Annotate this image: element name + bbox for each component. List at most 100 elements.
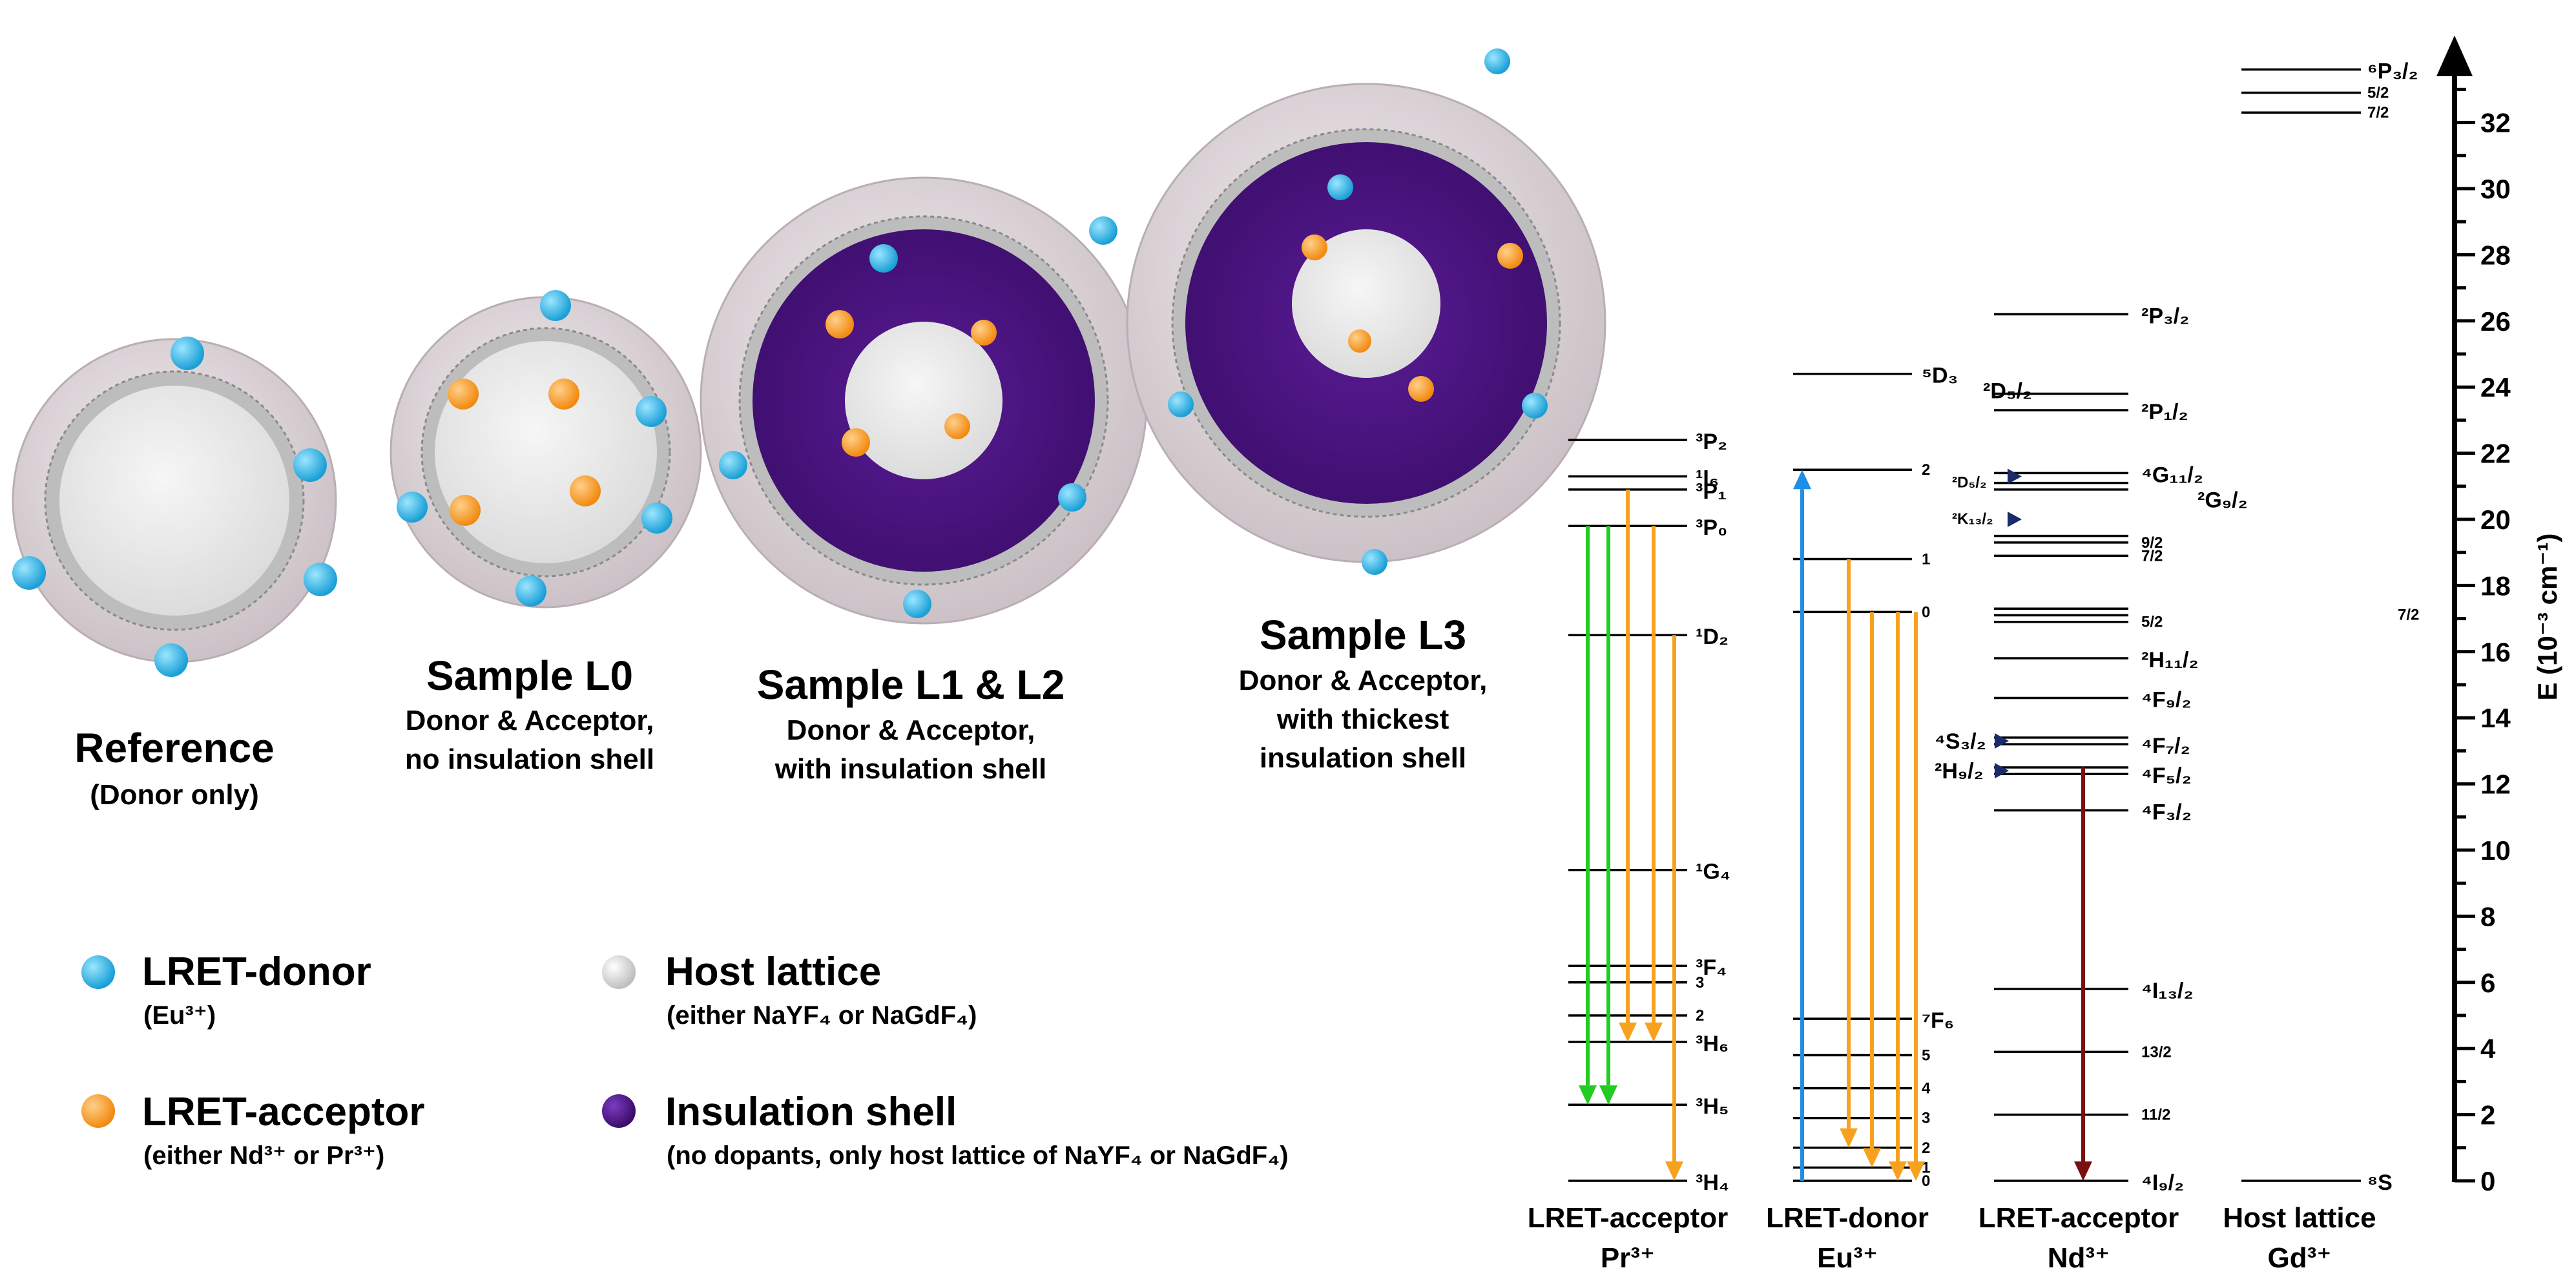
legend-sub: (either Nd³⁺ or Pr³⁺) xyxy=(143,1141,384,1170)
legend-sub: (no dopants, only host lattice of NaYF₄ … xyxy=(667,1141,1289,1170)
level-label: 7/2 xyxy=(2367,104,2389,121)
tick-label: 24 xyxy=(2480,372,2511,402)
tick-label: 32 xyxy=(2480,108,2511,138)
tick-label: 8 xyxy=(2480,901,2495,931)
column-label: Host lattice xyxy=(2223,1202,2376,1234)
tick-label: 28 xyxy=(2480,240,2511,270)
tick-label: 18 xyxy=(2480,570,2511,601)
level-label-extra: ²K₁₃/₂ xyxy=(1952,510,1993,528)
levels: ³P₂¹I₆³P₁³P₀¹D₂¹G₄³F₄32³H₆³H₅³H₄⁵D₃210⁷F… xyxy=(1568,59,2419,1195)
column-label: Gd³⁺ xyxy=(2268,1242,2332,1274)
level-label: ⁸S xyxy=(2367,1170,2393,1195)
legend-shell: Insulation shell (no dopants, only host … xyxy=(602,1090,1289,1170)
tick-label: 26 xyxy=(2480,306,2511,337)
legend-label: Insulation shell xyxy=(665,1090,957,1134)
arrow-green-head xyxy=(1579,1085,1597,1105)
level-label: ⁷F₆ xyxy=(1922,1008,1954,1033)
tick-label: 4 xyxy=(2480,1034,2496,1064)
column-label: LRET-acceptor xyxy=(1979,1202,2179,1234)
legend-host: Host lattice (either NaYF₄ or NaGdF₄) xyxy=(602,950,977,1030)
level-label: ⁴I₉/₂ xyxy=(2141,1170,2184,1195)
particle-reference xyxy=(12,337,337,677)
arrow-orange-head xyxy=(1840,1128,1858,1148)
level-label: 9/2 xyxy=(2141,534,2163,552)
caption-title: Sample L3 xyxy=(1260,612,1466,658)
tick-label: 0 xyxy=(2480,1166,2495,1196)
level-label: ⁴F₉/₂ xyxy=(2141,687,2191,712)
caption-sub: no insulation shell xyxy=(405,743,654,775)
arrow-orange-head xyxy=(1619,1022,1637,1042)
legend-donor: LRET-donor (Eu³⁺) xyxy=(81,950,371,1030)
caption-sub: with thickest xyxy=(1276,703,1449,735)
level-label: ⁵D₃ xyxy=(1922,364,1958,388)
pointer-icon xyxy=(1995,733,2009,749)
level-label: ¹D₂ xyxy=(1696,625,1729,649)
legend-sub: (Eu³⁺) xyxy=(143,1001,216,1030)
arrow-darkred-head xyxy=(2074,1161,2092,1181)
column-label: LRET-acceptor xyxy=(1528,1202,1729,1234)
level-label: ⁴F₃/₂ xyxy=(2141,800,2192,825)
level-label: ³H₆ xyxy=(1696,1032,1729,1056)
tick-label: 20 xyxy=(2480,504,2511,535)
axis-arrow-icon xyxy=(2436,36,2473,76)
level-label: 1 xyxy=(1922,550,1930,568)
level-label: 4 xyxy=(1922,1080,1931,1097)
column-label: Pr³⁺ xyxy=(1601,1242,1655,1274)
caption-title: Sample L0 xyxy=(426,652,633,699)
legend-acceptor: LRET-acceptor (either Nd³⁺ or Pr³⁺) xyxy=(81,1090,425,1170)
level-label-extra: ²H₉/₂ xyxy=(1935,759,1984,784)
level-label: 5 xyxy=(1922,1046,1930,1064)
column-label: LRET-donor xyxy=(1766,1202,1929,1234)
tick-label: 14 xyxy=(2480,703,2511,733)
tick-label: 6 xyxy=(2480,968,2495,998)
arrow-green-head xyxy=(1599,1085,1617,1105)
arrow-blue-head xyxy=(1793,470,1811,490)
level-label: 3 xyxy=(1922,1110,1930,1127)
tick-label: 30 xyxy=(2480,174,2511,204)
level-label: 2 xyxy=(1696,1007,1704,1024)
arrow-orange-head xyxy=(1907,1161,1925,1181)
level-label-extra: ²D₅/₂ xyxy=(1983,379,2032,403)
caption-sub: Donor & Acceptor, xyxy=(406,705,654,736)
caption-sub: (Donor only) xyxy=(90,779,259,811)
level-label: ³H₅ xyxy=(1696,1094,1729,1119)
level-label: ⁴I₁₃/₂ xyxy=(2141,979,2194,1003)
level-label: 2 xyxy=(1922,461,1930,479)
level-label: ¹G₄ xyxy=(1696,860,1730,884)
pointer-icon xyxy=(1995,763,2009,779)
level-label: ⁶P₃/₂ xyxy=(2367,59,2418,84)
arrow-orange-head xyxy=(1645,1022,1663,1042)
donor-ball-icon xyxy=(81,955,115,989)
level-label: ²P₃/₂ xyxy=(2141,304,2189,329)
caption-l0: Sample L0 Donor & Acceptor, no insulatio… xyxy=(405,652,654,775)
level-label: ⁴G₁₁/₂ xyxy=(2141,463,2203,487)
column-label: Eu³⁺ xyxy=(1817,1242,1878,1274)
legend-label: LRET-acceptor xyxy=(142,1090,425,1134)
arrow-orange-head xyxy=(1889,1161,1907,1181)
caption-sub: with insulation shell xyxy=(774,753,1046,785)
caption-sub: Donor & Acceptor, xyxy=(787,714,1035,746)
level-label-extra: 7/2 xyxy=(2398,606,2419,623)
level-label-extra: ²D₅/₂ xyxy=(1952,474,1987,492)
level-label: ²H₁₁/₂ xyxy=(2141,648,2199,672)
transition-arrows xyxy=(1579,470,2092,1181)
level-label: 11/2 xyxy=(2141,1107,2170,1124)
caption-sub: Donor & Acceptor, xyxy=(1239,665,1488,696)
caption-reference: Reference (Donor only) xyxy=(74,725,275,811)
caption-title: Sample L1 & L2 xyxy=(757,661,1065,708)
caption-l1-l2: Sample L1 & L2 Donor & Acceptor, with in… xyxy=(757,661,1065,785)
level-label: 13/2 xyxy=(2141,1043,2172,1061)
shell-ball-icon xyxy=(602,1094,636,1128)
axis-label: E (10⁻³ cm⁻¹) xyxy=(2532,533,2562,700)
particle-l3 xyxy=(1126,48,1606,575)
tick-label: 16 xyxy=(2480,637,2511,667)
level-label: ³H₄ xyxy=(1696,1170,1729,1195)
level-label: 5/2 xyxy=(2367,85,2389,102)
level-label: 0 xyxy=(1922,603,1930,621)
level-label: 7/2 xyxy=(2141,547,2163,565)
tick-label: 10 xyxy=(2480,835,2511,866)
